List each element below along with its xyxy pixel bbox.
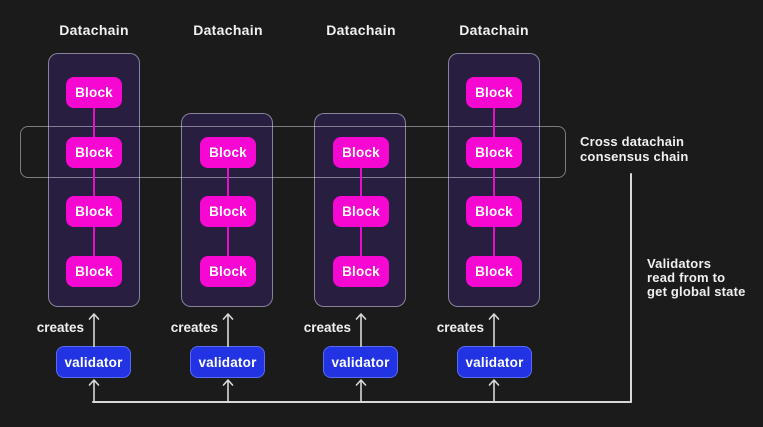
validator-box: validator bbox=[457, 346, 532, 378]
block: Block bbox=[333, 137, 389, 168]
creates-label: creates bbox=[170, 320, 218, 335]
datachain-label: Datachain bbox=[59, 22, 129, 38]
block: Block bbox=[466, 196, 522, 227]
annotation-line: read from to bbox=[647, 270, 726, 285]
block-link-line bbox=[93, 92, 95, 272]
validator-box: validator bbox=[56, 346, 131, 378]
block: Block bbox=[200, 137, 256, 168]
block: Block bbox=[200, 196, 256, 227]
validators-read-annotation: Validators read from to get global state bbox=[647, 257, 746, 299]
block: Block bbox=[333, 256, 389, 287]
block: Block bbox=[66, 77, 122, 108]
datachain-label: Datachain bbox=[459, 22, 529, 38]
arrow-up-icon bbox=[488, 313, 500, 347]
arrow-up-icon bbox=[488, 379, 500, 403]
block: Block bbox=[200, 256, 256, 287]
cross-consensus-band bbox=[20, 126, 566, 178]
consensus-to-validators-line bbox=[630, 173, 632, 403]
cross-consensus-annotation: Cross datachain consensus chain bbox=[580, 134, 689, 164]
creates-label: creates bbox=[436, 320, 484, 335]
creates-label: creates bbox=[36, 320, 84, 335]
annotation-line: Cross datachain bbox=[580, 134, 685, 149]
block: Block bbox=[66, 137, 122, 168]
annotation-line: consensus chain bbox=[580, 148, 689, 164]
block-link-line bbox=[493, 92, 495, 272]
datachain-label: Datachain bbox=[326, 22, 396, 38]
block: Block bbox=[66, 196, 122, 227]
arrow-up-icon bbox=[355, 313, 367, 347]
annotation-line: Validators bbox=[647, 256, 712, 271]
validator-box: validator bbox=[190, 346, 265, 378]
validator-box: validator bbox=[323, 346, 398, 378]
annotation-line: get global state bbox=[647, 284, 746, 299]
arrow-up-icon bbox=[88, 313, 100, 347]
datachain-label: Datachain bbox=[193, 22, 263, 38]
block: Block bbox=[466, 256, 522, 287]
block: Block bbox=[66, 256, 122, 287]
arrow-up-icon bbox=[222, 313, 234, 347]
block: Block bbox=[466, 77, 522, 108]
arrow-up-icon bbox=[222, 379, 234, 403]
arrow-up-icon bbox=[88, 379, 100, 403]
creates-label: creates bbox=[303, 320, 351, 335]
arrow-up-icon bbox=[355, 379, 367, 403]
block: Block bbox=[333, 196, 389, 227]
block: Block bbox=[466, 137, 522, 168]
validators-feed-line bbox=[92, 401, 632, 403]
